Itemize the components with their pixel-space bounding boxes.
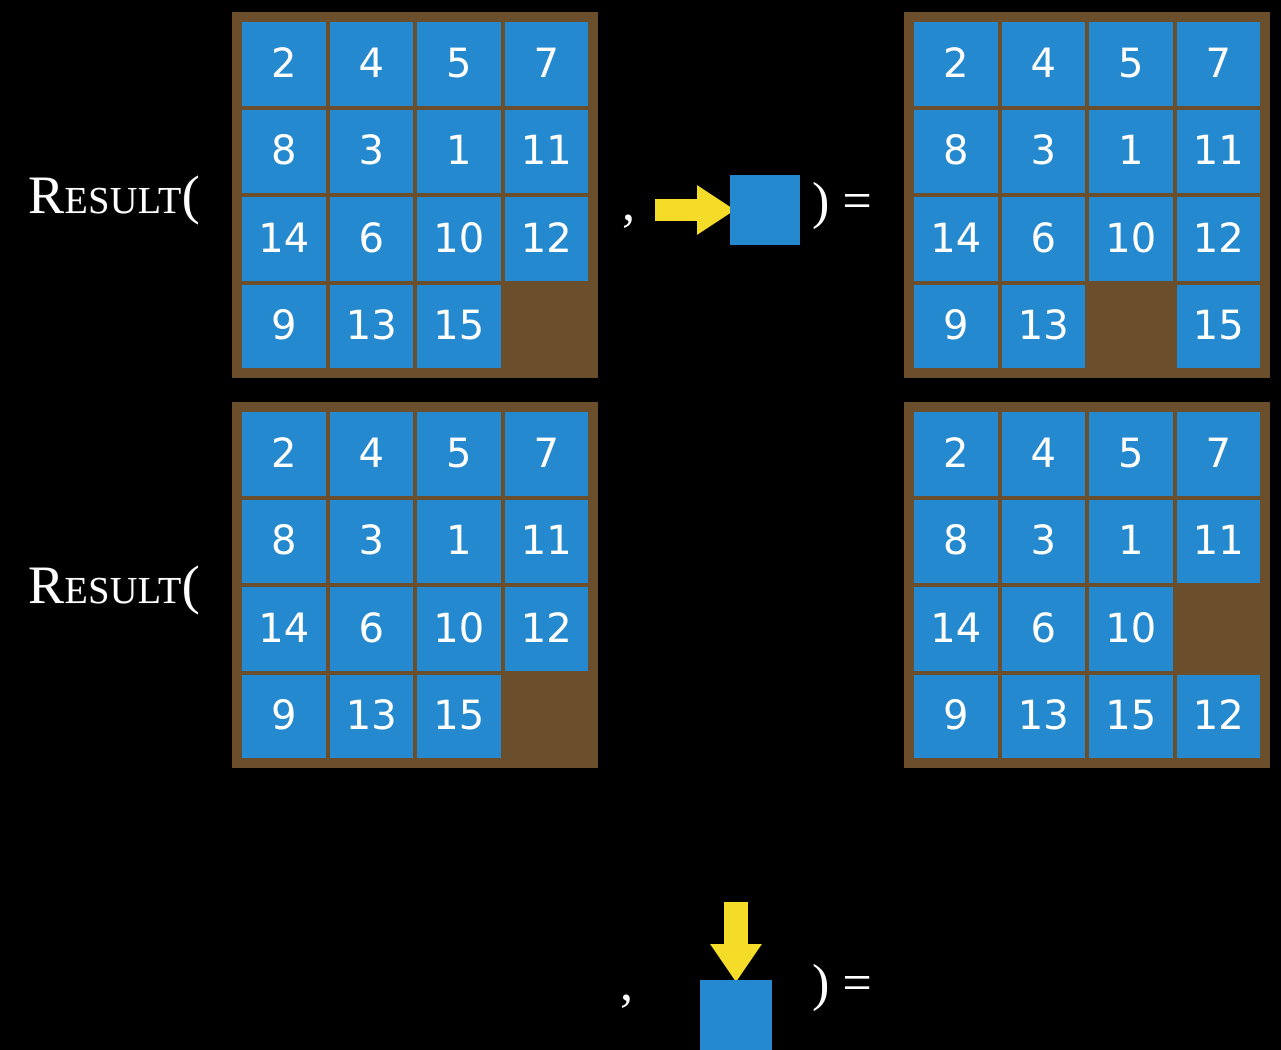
tile[interactable]: 6 xyxy=(1001,197,1085,281)
tile[interactable]: 1 xyxy=(417,499,501,583)
empty-slot[interactable] xyxy=(1177,587,1261,671)
tile[interactable]: 12 xyxy=(504,587,588,671)
equation-row-1: Result( 2 4 5 7 8 3 1 11 14 6 10 12 9 13… xyxy=(0,0,1281,390)
move-operator-row-2: , ) = xyxy=(600,390,900,1050)
tile[interactable]: 11 xyxy=(504,499,588,583)
tile[interactable]: 11 xyxy=(1176,499,1260,583)
equation-row-2: Result( 2 4 5 7 8 3 1 11 14 6 10 12 9 13… xyxy=(0,390,1281,1050)
tile[interactable]: 14 xyxy=(914,587,998,671)
tile[interactable]: 7 xyxy=(1176,412,1260,496)
tile[interactable]: 7 xyxy=(504,22,588,106)
tile[interactable]: 7 xyxy=(504,412,588,496)
tile[interactable]: 2 xyxy=(914,412,998,496)
tile[interactable]: 12 xyxy=(504,197,588,281)
output-board-row-1: 2 4 5 7 8 3 1 11 14 6 10 12 9 13 15 xyxy=(904,12,1270,378)
tile[interactable]: 2 xyxy=(242,412,326,496)
tile[interactable]: 4 xyxy=(1001,22,1085,106)
tile[interactable]: 13 xyxy=(1001,674,1085,758)
tile[interactable]: 10 xyxy=(417,197,501,281)
puzzle-grid: 2 4 5 7 8 3 1 11 14 6 10 12 9 13 15 xyxy=(914,22,1260,368)
tile[interactable]: 3 xyxy=(329,499,413,583)
arrow-down-icon xyxy=(710,902,762,982)
tile[interactable]: 12 xyxy=(1176,674,1260,758)
empty-slot[interactable] xyxy=(505,285,589,369)
move-operator-row-1: , ) = xyxy=(600,0,900,390)
result-function-label-row-2: Result( xyxy=(28,555,201,615)
tile[interactable]: 3 xyxy=(1001,109,1085,193)
tile[interactable]: 9 xyxy=(242,284,326,368)
arrow-right-icon xyxy=(655,185,735,235)
input-board-row-1: 2 4 5 7 8 3 1 11 14 6 10 12 9 13 15 xyxy=(232,12,598,378)
output-board-row-2: 2 4 5 7 8 3 1 11 14 6 10 9 13 15 12 xyxy=(904,402,1270,768)
puzzle-grid: 2 4 5 7 8 3 1 11 14 6 10 9 13 15 12 xyxy=(914,412,1260,758)
tile[interactable]: 4 xyxy=(1001,412,1085,496)
tile[interactable]: 11 xyxy=(504,109,588,193)
tile[interactable]: 6 xyxy=(329,587,413,671)
tile[interactable]: 8 xyxy=(242,499,326,583)
closing-paren-equals: ) = xyxy=(812,955,872,1012)
empty-slot[interactable] xyxy=(1089,285,1173,369)
closing-paren-equals: ) = xyxy=(812,173,872,230)
tile[interactable]: 10 xyxy=(1089,587,1173,671)
tile[interactable]: 9 xyxy=(242,674,326,758)
tile[interactable]: 1 xyxy=(1089,109,1173,193)
tile[interactable]: 9 xyxy=(914,674,998,758)
argument-separator: , xyxy=(620,955,633,1012)
tile[interactable]: 3 xyxy=(329,109,413,193)
move-target-square[interactable] xyxy=(730,175,800,245)
tile[interactable]: 5 xyxy=(417,412,501,496)
tile[interactable]: 13 xyxy=(329,284,413,368)
tile[interactable]: 2 xyxy=(914,22,998,106)
tile[interactable]: 4 xyxy=(329,412,413,496)
tile[interactable]: 14 xyxy=(914,197,998,281)
tile[interactable]: 5 xyxy=(1089,22,1173,106)
puzzle-grid: 2 4 5 7 8 3 1 11 14 6 10 12 9 13 15 xyxy=(242,412,588,758)
tile[interactable]: 15 xyxy=(1176,284,1260,368)
tile[interactable]: 13 xyxy=(1001,284,1085,368)
tile[interactable]: 5 xyxy=(417,22,501,106)
tile[interactable]: 7 xyxy=(1176,22,1260,106)
tile[interactable]: 4 xyxy=(329,22,413,106)
tile[interactable]: 8 xyxy=(914,499,998,583)
tile[interactable]: 6 xyxy=(1001,587,1085,671)
tile[interactable]: 13 xyxy=(329,674,413,758)
tile[interactable]: 8 xyxy=(242,109,326,193)
tile[interactable]: 14 xyxy=(242,197,326,281)
tile[interactable]: 3 xyxy=(1001,499,1085,583)
tile[interactable]: 11 xyxy=(1176,109,1260,193)
tile[interactable]: 15 xyxy=(417,284,501,368)
tile[interactable]: 12 xyxy=(1176,197,1260,281)
input-board-row-2: 2 4 5 7 8 3 1 11 14 6 10 12 9 13 15 xyxy=(232,402,598,768)
tile[interactable]: 15 xyxy=(417,674,501,758)
tile[interactable]: 9 xyxy=(914,284,998,368)
tile[interactable]: 5 xyxy=(1089,412,1173,496)
move-target-square[interactable] xyxy=(700,980,772,1050)
tile[interactable]: 10 xyxy=(417,587,501,671)
tile[interactable]: 10 xyxy=(1089,197,1173,281)
puzzle-grid: 2 4 5 7 8 3 1 11 14 6 10 12 9 13 15 xyxy=(242,22,588,368)
tile[interactable]: 1 xyxy=(1089,499,1173,583)
tile[interactable]: 2 xyxy=(242,22,326,106)
empty-slot[interactable] xyxy=(505,675,589,759)
result-function-label-row-1: Result( xyxy=(28,165,201,225)
tile[interactable]: 15 xyxy=(1089,674,1173,758)
tile[interactable]: 1 xyxy=(417,109,501,193)
tile[interactable]: 14 xyxy=(242,587,326,671)
tile[interactable]: 8 xyxy=(914,109,998,193)
argument-separator: , xyxy=(622,175,635,232)
tile[interactable]: 6 xyxy=(329,197,413,281)
